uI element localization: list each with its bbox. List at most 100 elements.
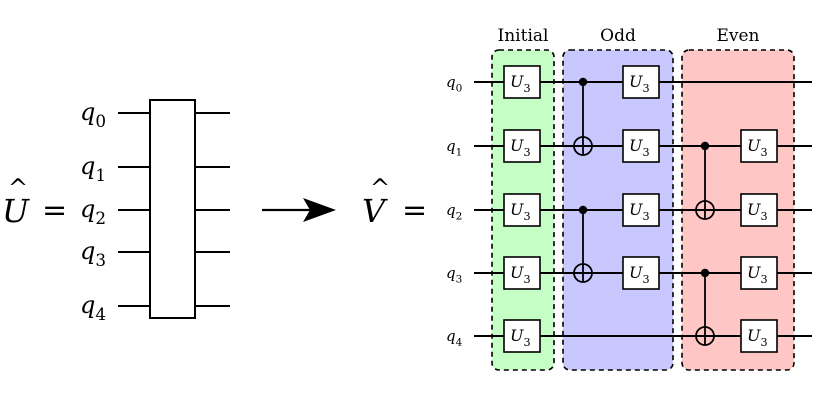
odd-u3-gate-q0-box	[622, 65, 660, 99]
even-u3-gate-q2-label-sub: 3	[760, 210, 767, 223]
left-qubit-label-0: q0	[80, 98, 106, 131]
initial-u3-gate-q4-label-base: U	[510, 326, 524, 345]
circuit-qubit-label-1-sub: 1	[456, 147, 463, 159]
v-operator: V	[362, 192, 388, 230]
left-qubit-label-4-sub: 4	[95, 304, 106, 324]
initial-u3-gate-q0-label-sub: 3	[523, 82, 530, 95]
left-qubit-label-1-sub: 1	[95, 165, 106, 185]
initial-u3-gate-q2-label-sub: 3	[523, 210, 530, 223]
initial-u3-gate-q3-label: U3	[510, 263, 531, 286]
left-qubit-label-2-sub: 2	[95, 208, 106, 228]
odd-cnot-0-control-dot	[578, 77, 588, 87]
left-equation: U ^ =	[2, 174, 67, 230]
left-qubit-label-0-base: q	[80, 98, 95, 126]
circuit-qubit-label-1-base: q	[446, 137, 456, 155]
odd-cnot-1-control-dot	[578, 205, 588, 215]
left-qubit-label-4: q4	[80, 291, 106, 324]
even-u3-gate-q4-box	[740, 319, 778, 353]
even-u3-gate-q4-label: U3	[747, 326, 768, 349]
stage-title-odd: Odd	[600, 26, 636, 46]
odd-u3-gate-q2-box	[622, 193, 660, 227]
circuit-qubit-label-3: q3	[446, 264, 462, 286]
even-u3-gate-q1-label-sub: 3	[760, 146, 767, 159]
odd-u3-gate-q1-label-sub: 3	[642, 146, 649, 159]
odd-u3-gate-q3-label-base: U	[629, 263, 643, 282]
even-u3-gate-q1-label: U3	[747, 136, 768, 159]
even-u3-gate-q3-label: U3	[747, 263, 768, 286]
left-qubit-label-3-sub: 3	[95, 250, 106, 270]
circuit-qubit-label-2-sub: 2	[456, 211, 463, 223]
initial-u3-gate-q3-label-sub: 3	[523, 273, 530, 286]
odd-u3-gate-q2-label: U3	[629, 200, 650, 223]
even-u3-gate-q3-label-base: U	[747, 263, 761, 282]
even-u3-gate-q2-label: U3	[747, 200, 768, 223]
circuit-qubit-label-2-base: q	[446, 201, 456, 219]
initial-u3-gate-q1-box	[503, 129, 541, 163]
left-qubit-label-2-base: q	[80, 195, 95, 223]
initial-u3-gate-q3-label-base: U	[510, 263, 524, 282]
v-hat-accent: ^	[370, 174, 390, 202]
circuit-qubit-label-4-sub: 4	[456, 337, 463, 349]
circuit-qubit-label-4-base: q	[446, 327, 456, 345]
initial-u3-gate-q3-box	[503, 256, 541, 290]
circuit-qubit-label-1: q1	[446, 137, 462, 159]
v-equals-sign: =	[402, 193, 427, 228]
even-u3-gate-q3-label-sub: 3	[760, 273, 767, 286]
odd-u3-gate-q0-label-sub: 3	[642, 82, 649, 95]
even-u3-gate-q2-box	[740, 193, 778, 227]
circuit-qubit-label-0: q0	[446, 73, 462, 95]
left-qubit-label-4-base: q	[80, 291, 95, 319]
u-hat-accent: ^	[8, 174, 28, 202]
even-u3-gate-q3-box	[740, 256, 778, 290]
odd-u3-gate-q1-label: U3	[629, 136, 650, 159]
stage-titles: Initial Odd Even	[498, 26, 760, 46]
circuit-qubit-label-3-base: q	[446, 264, 456, 282]
initial-u3-gate-q1-label: U3	[510, 136, 531, 159]
cnot-gates	[573, 77, 715, 346]
initial-u3-gate-q0-label: U3	[510, 72, 531, 95]
left-wires	[118, 112, 230, 307]
even-cnot-0-control-dot	[700, 141, 710, 151]
even-u3-gate-q2-label-base: U	[747, 200, 761, 219]
odd-u3-gate-q0-label: U3	[629, 72, 650, 95]
even-u3-gate-q4-label-sub: 3	[760, 336, 767, 349]
initial-u3-gate-q2-box	[503, 193, 541, 227]
circuit-qubit-label-2: q2	[446, 201, 462, 223]
odd-u3-gate-q2-label-sub: 3	[642, 210, 649, 223]
initial-u3-gate-q2-label: U3	[510, 200, 531, 223]
odd-u3-gate-q3-label-sub: 3	[642, 273, 649, 286]
odd-u3-gate-q1-box	[622, 129, 660, 163]
odd-u3-gate-q3-label: U3	[629, 263, 650, 286]
left-qubit-label-3: q3	[80, 237, 106, 270]
even-u3-gate-q1-box	[740, 129, 778, 163]
circuit-qubit-label-0-sub: 0	[456, 83, 463, 95]
odd-u3-gate-q0-label-base: U	[629, 72, 643, 91]
even-cnot-1-control-dot	[700, 268, 710, 278]
unitary-block	[149, 99, 196, 319]
initial-u3-gate-q4-box	[503, 319, 541, 353]
right-equation: V ^ =	[362, 174, 427, 230]
initial-u3-gate-q4-label-sub: 3	[523, 336, 530, 349]
initial-u3-gate-q1-label-sub: 3	[523, 146, 530, 159]
circuit-qubit-label-0-base: q	[446, 73, 456, 91]
circuit-qubit-label-3-sub: 3	[456, 274, 463, 286]
initial-u3-gate-q1-label-base: U	[510, 136, 524, 155]
u-operator: U	[2, 192, 30, 230]
initial-u3-gate-q0-label-base: U	[510, 72, 524, 91]
circuit-qubit-label-4: q4	[446, 327, 463, 349]
left-qubit-label-1: q1	[80, 152, 106, 185]
left-qubit-label-1-base: q	[80, 152, 95, 180]
stage-title-initial: Initial	[498, 26, 549, 46]
left-qubit-label-3-base: q	[80, 237, 95, 265]
odd-u3-gate-q3-box	[622, 256, 660, 290]
initial-u3-gate-q4-label: U3	[510, 326, 531, 349]
u-equals-sign: =	[42, 193, 67, 228]
stage-title-even: Even	[716, 26, 759, 46]
even-u3-gate-q4-label-base: U	[747, 326, 761, 345]
transform-arrow	[262, 198, 336, 222]
initial-u3-gate-q2-label-base: U	[510, 200, 524, 219]
left-qubit-label-0-sub: 0	[95, 111, 106, 131]
